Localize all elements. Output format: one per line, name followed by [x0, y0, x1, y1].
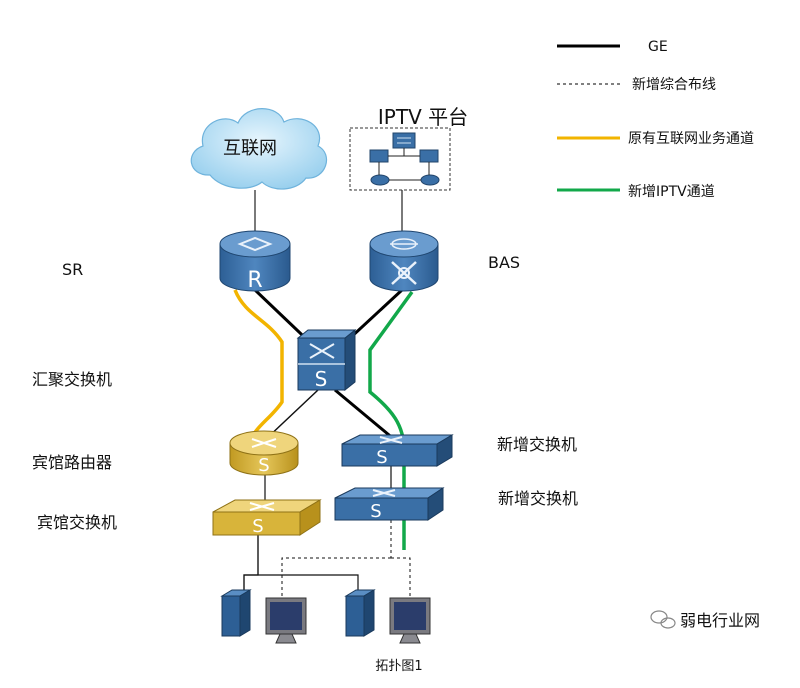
new-switch-2-label: 新增交换机	[498, 489, 578, 508]
hotel-switch-icon: S	[212, 499, 322, 537]
legend: GE 新增综合布线 原有互联网业务通道 新增IPTV通道	[557, 39, 754, 200]
pc-2-icon	[344, 589, 431, 644]
legend-internet-label: 原有互联网业务通道	[628, 131, 754, 147]
svg-text:S: S	[370, 501, 381, 522]
internet-channel-path	[233, 289, 284, 446]
bas-device-icon	[369, 230, 439, 292]
hotel-router-icon: S	[229, 430, 299, 476]
iptv-server-icon	[392, 132, 416, 149]
svg-text:S: S	[258, 455, 269, 476]
iptv-platform-box	[349, 127, 451, 191]
aggregation-switch-label: 汇聚交换机	[32, 370, 112, 389]
iptv-platform-label: IPTV 平台	[378, 105, 468, 129]
iptv-router-icon	[370, 174, 440, 186]
bas-label: BAS	[488, 253, 520, 272]
pc-1-icon	[220, 589, 307, 644]
aggregation-switch-icon: S	[296, 328, 357, 392]
svg-text:S: S	[315, 367, 328, 391]
link-agg-newswitch	[334, 388, 396, 442]
sr-router-icon: R	[219, 230, 291, 293]
legend-cabling-label: 新增综合布线	[632, 77, 716, 93]
svg-text:R: R	[247, 268, 262, 293]
watermark: 弱电行业网	[650, 610, 760, 630]
sr-label: SR	[62, 260, 83, 279]
hotel-switch-label: 宾馆交换机	[37, 513, 117, 532]
wechat-icon	[650, 610, 676, 629]
link-hotelswitch-pcs-2	[243, 535, 359, 598]
svg-text:S: S	[252, 516, 263, 537]
legend-ge-label: GE	[648, 39, 668, 55]
internet-cloud-icon	[190, 108, 328, 190]
diagram-caption: 拓扑图1	[375, 659, 422, 674]
link-newswitch-pcs-dashed	[281, 520, 411, 598]
svg-text:S: S	[376, 447, 387, 468]
internet-label: 互联网	[223, 138, 277, 159]
new-switch-1-label: 新增交换机	[497, 435, 577, 454]
new-switch-1-icon: S	[341, 434, 454, 468]
hotel-router-label: 宾馆路由器	[32, 453, 112, 472]
watermark-text: 弱电行业网	[680, 611, 760, 630]
legend-iptv-label: 新增IPTV通道	[628, 184, 715, 200]
new-switch-2-icon: S	[334, 487, 445, 522]
